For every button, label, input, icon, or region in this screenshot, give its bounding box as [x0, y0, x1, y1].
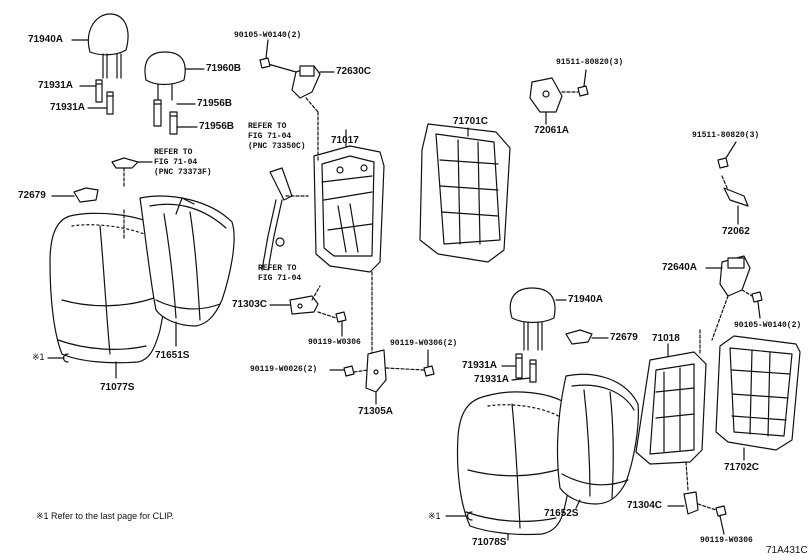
- clip-marker-left: ※1: [32, 352, 45, 362]
- part-label-71956B-2: 71956B: [199, 121, 235, 132]
- bolt-90119-W0026-drawing: [343, 365, 355, 377]
- bolt-90119-W0306-c-drawing: [715, 505, 727, 517]
- cap-72679-left-drawing: [73, 187, 99, 203]
- seatback-pad-71651S-drawing: [139, 195, 235, 327]
- bracket-72630C-drawing: [291, 65, 321, 99]
- bolt-label-91511-80820-top: 91511-80820(3): [556, 58, 624, 67]
- hinge-71305A-drawing: [365, 349, 387, 393]
- part-label-71305A: 71305A: [358, 406, 394, 417]
- part-label-71960B: 71960B: [206, 63, 242, 74]
- refer-note-fig-71-04-line2: FIG 71-04: [258, 274, 302, 283]
- bolt-label-90119-W0306-c: 90119-W0306: [700, 536, 753, 545]
- bolt-label-90119-W0306-a: 90119-W0306: [308, 338, 361, 347]
- part-label-71651S: 71651S: [155, 350, 190, 361]
- part-label-71701C: 71701C: [453, 116, 489, 127]
- bolt-90119-W0306-a-drawing: [335, 311, 347, 323]
- part-label-72630C: 72630C: [336, 66, 372, 77]
- bolt-90105-top-drawing: [259, 57, 271, 69]
- part-label-71931A-1: 71931A: [38, 80, 74, 91]
- part-label-71702C: 71702C: [724, 462, 760, 473]
- refer-note-73373F-line2: FIG 71-04: [154, 158, 198, 167]
- part-label-72640A: 72640A: [662, 262, 698, 273]
- part-label-71652S: 71652S: [544, 508, 579, 519]
- refer-note-fig-71-04: REFER TO FIG 71-04: [258, 264, 301, 284]
- back-board-71702C-drawing: [715, 335, 801, 451]
- part-label-71956B-1: 71956B: [197, 98, 233, 109]
- hinge-71304C-drawing: [683, 491, 699, 515]
- diagram-code: 71A431C: [766, 545, 808, 556]
- headrest-71940A-right-drawing: [509, 287, 556, 351]
- part-label-71018: 71018: [652, 333, 680, 344]
- part-label-71017: 71017: [331, 135, 359, 146]
- guide-71956B-drawing: [153, 99, 178, 135]
- headrest-71960B-drawing: [144, 51, 186, 101]
- bolt-90119-W0306-b-drawing: [423, 365, 435, 377]
- clip-footnote: ※1 Refer to the last page for CLIP.: [36, 511, 174, 521]
- part-label-71303C: 71303C: [232, 299, 268, 310]
- headrest-71940A-top-drawing: [87, 13, 129, 79]
- clip-marker-right: ※1: [428, 511, 441, 521]
- bolt-label-90119-W0306-b: 90119-W0306(2): [390, 339, 458, 348]
- part-label-71940A-right: 71940A: [568, 294, 604, 305]
- bolt-label-90105-W0140-right: 90105-W0140(2): [734, 321, 802, 330]
- guide-71931A-drawing: [95, 79, 114, 115]
- seatback-frame-71018-drawing: [635, 351, 707, 465]
- clip-symbol-right: [466, 511, 473, 521]
- bolt-91511-top-drawing: [577, 85, 589, 97]
- bracket-72640A-drawing: [719, 255, 751, 297]
- part-label-71931A-3: 71931A: [462, 360, 498, 371]
- bolt-label-91511-80820-right: 91511-80820(3): [692, 131, 760, 140]
- seatback-pad-71652S-drawing: [556, 373, 639, 505]
- refer-note-fig-71-04-line1: REFER TO: [258, 264, 297, 273]
- part-72062-drawing: [717, 157, 749, 207]
- part-label-71078S: 71078S: [472, 537, 507, 548]
- part-label-72062: 72062: [722, 226, 750, 237]
- seatback-frame-71017-drawing: [313, 145, 385, 273]
- refer-note-73350C-line1: REFER TO: [248, 122, 287, 131]
- bracket-72061A-drawing: [529, 77, 563, 113]
- refer-note-73350C-line2: FIG 71-04: [248, 132, 292, 141]
- belt-rod-drawing: [261, 167, 293, 271]
- part-label-71077S: 71077S: [100, 382, 135, 393]
- guide-71931A-right-drawing: [515, 353, 537, 383]
- part-label-72679-left: 72679: [18, 190, 46, 201]
- refer-note-73373F: REFER TO FIG 71-04 (PNC 73373F): [154, 148, 212, 178]
- part-label-72061A: 72061A: [534, 125, 570, 136]
- part-label-71931A-2: 71931A: [50, 102, 86, 113]
- back-board-71701C-drawing: [419, 123, 511, 263]
- hinge-71303C-drawing: [289, 295, 319, 315]
- tab-piece-73373F-drawing: [111, 157, 139, 169]
- part-label-71304C: 71304C: [627, 500, 663, 511]
- bolt-90105-right-drawing: [751, 291, 763, 303]
- refer-note-73350C: REFER TO FIG 71-04 (PNC 73350C): [248, 122, 306, 152]
- bolt-label-90105-W0140-top: 90105-W0140(2): [234, 31, 302, 40]
- refer-note-73373F-line3: (PNC 73373F): [154, 168, 212, 177]
- part-label-71940A-top: 71940A: [28, 34, 64, 45]
- refer-note-73350C-line3: (PNC 73350C): [248, 142, 306, 151]
- cap-72679-right-drawing: [565, 329, 593, 345]
- part-label-71931A-4: 71931A: [474, 374, 510, 385]
- refer-note-73373F-line1: REFER TO: [154, 148, 193, 157]
- bolt-label-90119-W0026: 90119-W0026(2): [250, 365, 318, 374]
- part-label-72679-right: 72679: [610, 332, 638, 343]
